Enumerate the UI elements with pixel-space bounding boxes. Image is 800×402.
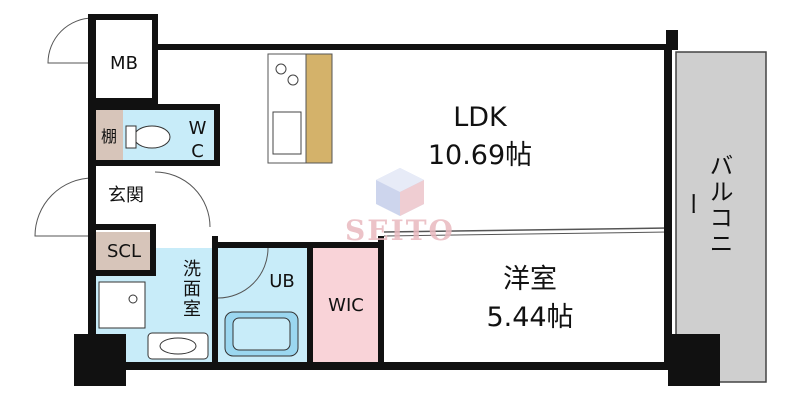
- kitchen-counter: [305, 53, 333, 164]
- ldk-name-label: LDK: [453, 102, 507, 133]
- ub-label: UB: [269, 271, 295, 292]
- balcony-label: バルコニー: [677, 153, 733, 257]
- shelf-label: 棚: [100, 127, 117, 146]
- washing-machine-icon: [98, 281, 146, 329]
- washbasin-icon: [147, 332, 209, 360]
- watermark-logo: [376, 168, 424, 216]
- door-swing-ub-icon: [217, 247, 269, 299]
- door-swing-hall-icon: [154, 171, 211, 228]
- bathtub-inner-icon: [232, 317, 291, 351]
- wic-area: [310, 248, 380, 362]
- kitchen-sink-icon: [272, 111, 302, 155]
- stove-burner-icon: [275, 63, 287, 75]
- washbasin-bowl-icon: [159, 337, 197, 355]
- mb-label: MB: [110, 53, 138, 74]
- sliding-door-line: [383, 231, 669, 237]
- sliding-door-line: [383, 227, 669, 233]
- toilet-tank-icon: [125, 125, 137, 149]
- door-swing-mb-icon: [47, 17, 94, 64]
- western-name-label: 洋室: [503, 264, 557, 295]
- drain-icon: [128, 294, 138, 304]
- kitchen-sink-counter: [267, 53, 307, 164]
- stove-burner-icon: [287, 74, 299, 86]
- door-swing-entrance-icon: [34, 177, 94, 237]
- toilet-icon: [133, 125, 171, 149]
- balcony-area: [675, 51, 767, 383]
- washroom-label: 洗面室: [180, 259, 201, 319]
- watermark-text: SEITO: [345, 214, 455, 247]
- wc-label: WC: [187, 118, 208, 164]
- ldk-size-label: 10.69帖: [427, 140, 533, 171]
- scl-label: SCL: [106, 241, 142, 262]
- walls: [74, 14, 720, 386]
- scl-area: [95, 232, 152, 272]
- western-size-label: 5.44帖: [486, 302, 574, 333]
- shelf-area: [95, 110, 123, 164]
- entrance-label: 玄関: [108, 185, 144, 206]
- wic-label: WIC: [328, 295, 364, 316]
